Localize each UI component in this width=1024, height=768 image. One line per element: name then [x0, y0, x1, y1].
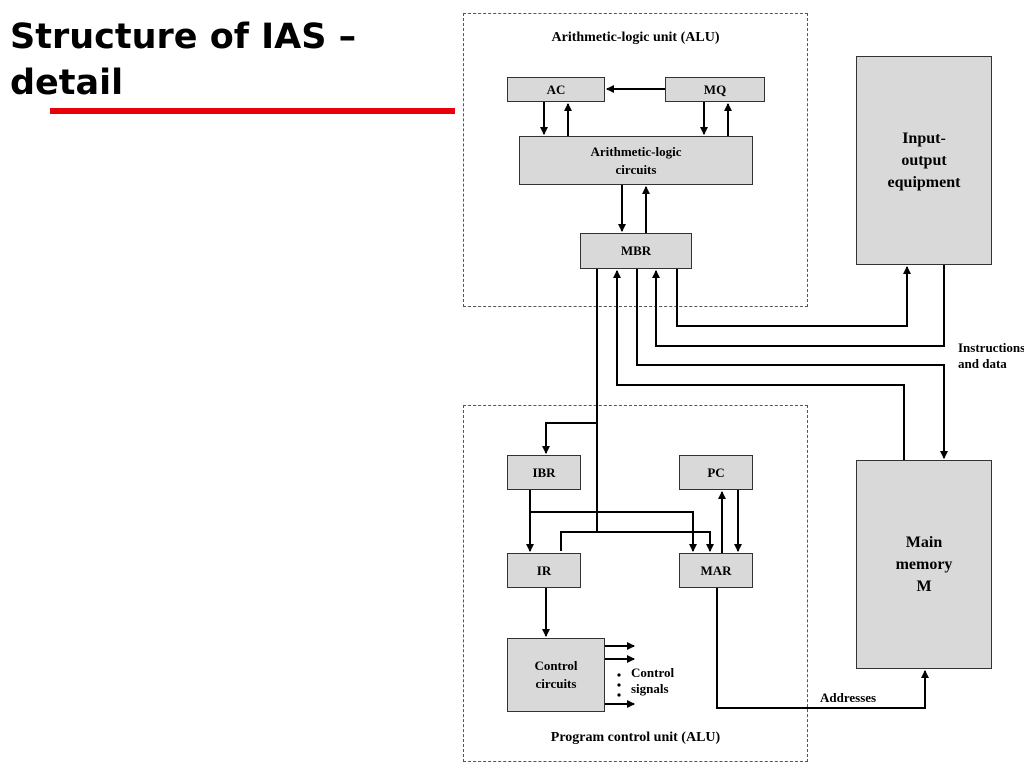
arithmetic-logic-circuits: Arithmetic-logic circuits	[519, 136, 753, 185]
pc-register: PC	[679, 455, 753, 490]
alu-unit-box	[463, 13, 808, 307]
mar-register: MAR	[679, 553, 753, 588]
mq-register: MQ	[665, 77, 765, 102]
instructions-data-label: Instructions and data	[958, 340, 1024, 371]
control-unit-label: Program control unit (ALU)	[550, 730, 721, 745]
title-underline	[50, 108, 455, 114]
control-circuits: Control circuits	[507, 638, 605, 712]
main-memory: Main memory M	[856, 460, 992, 669]
ac-register: AC	[507, 77, 605, 102]
control-signals-label: Control signals	[631, 665, 675, 696]
input-output-equipment: Input- output equipment	[856, 56, 992, 265]
mbr-register: MBR	[580, 233, 692, 269]
page-title: Structure of IAS – detail	[10, 17, 357, 103]
alu-unit-label: Arithmetic-logic unit (ALU)	[551, 30, 720, 45]
ir-register: IR	[507, 553, 581, 588]
control-unit-box	[463, 405, 808, 762]
addresses-label: Addresses	[820, 690, 877, 705]
ibr-register: IBR	[507, 455, 581, 490]
